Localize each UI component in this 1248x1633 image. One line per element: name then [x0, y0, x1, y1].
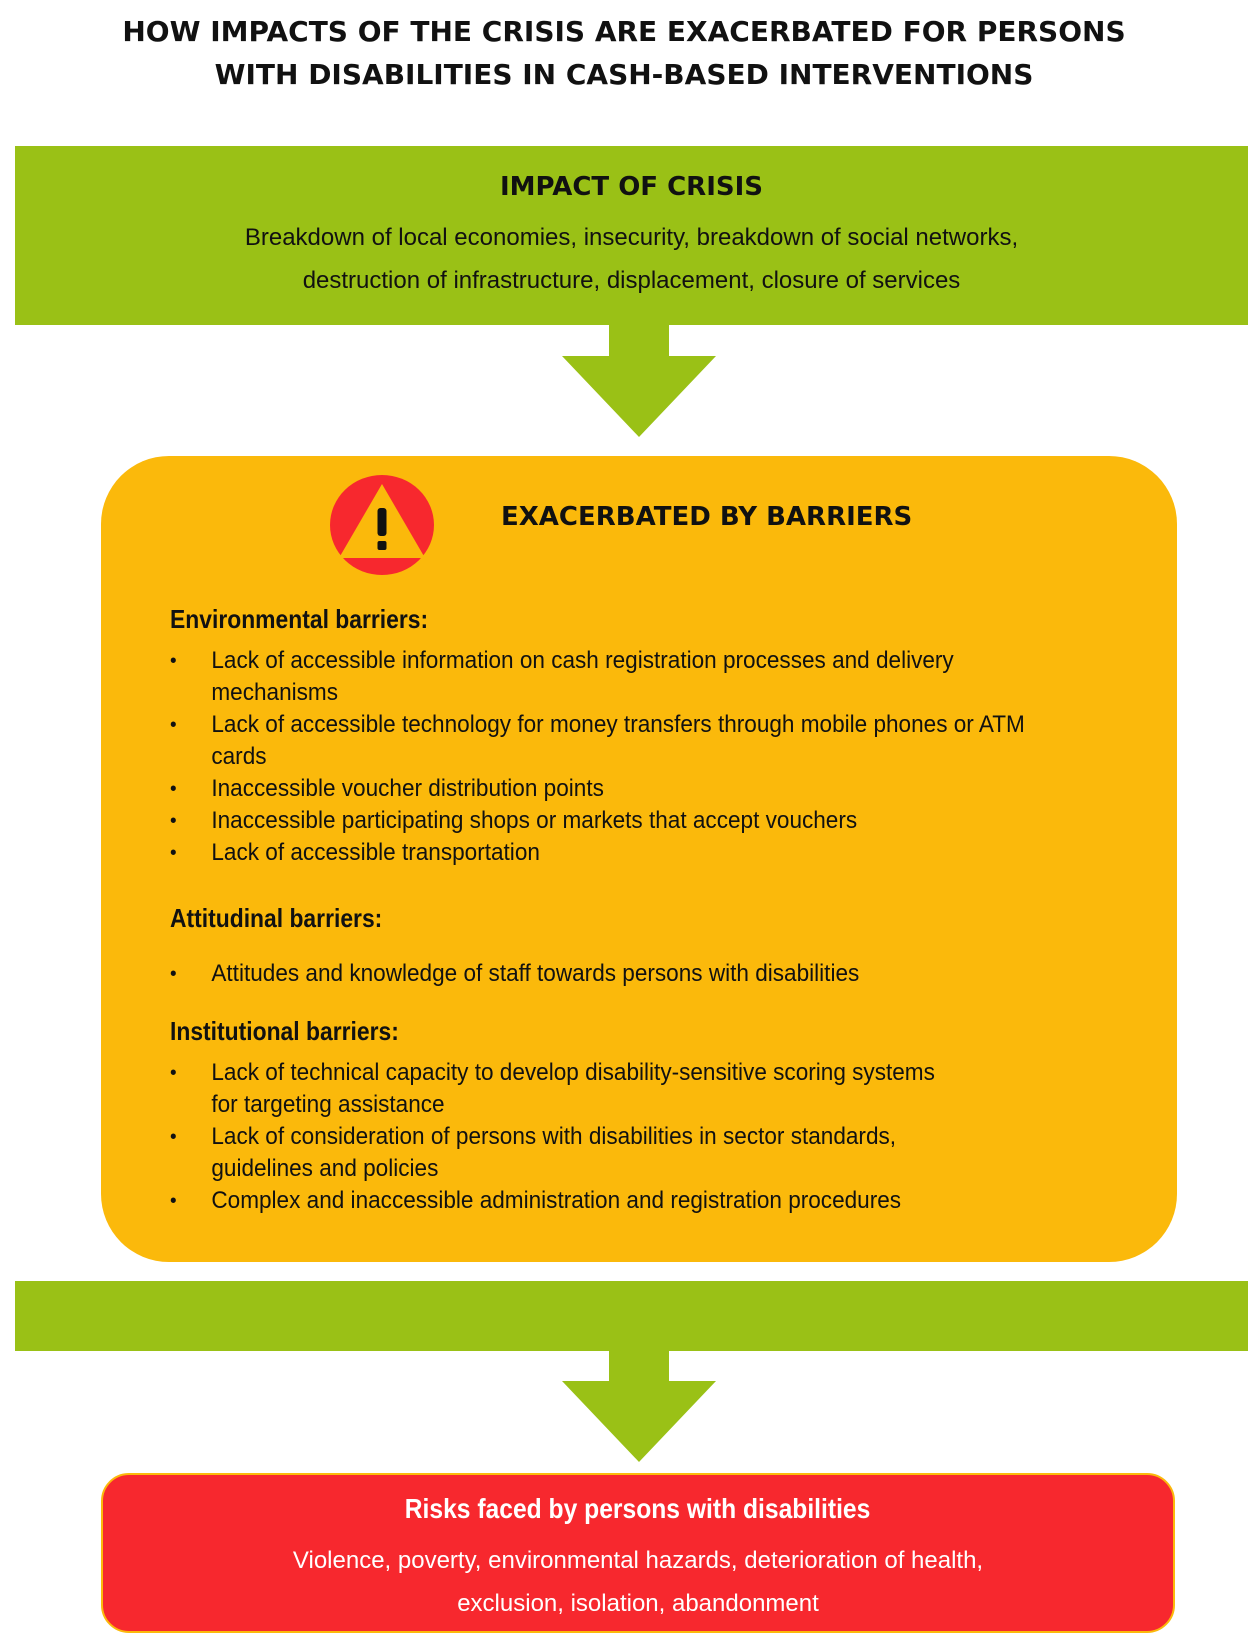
- list-item-line: Lack of accessible information on cash r…: [211, 647, 954, 674]
- list-item: • Inaccessible voucher distribution point…: [170, 773, 1072, 805]
- list-item-line: mechanisms: [211, 679, 338, 706]
- impact-line-1: Breakdown of local economies, insecurity…: [244, 224, 1019, 251]
- list-item-line: Inaccessible participating shops or mark…: [211, 807, 858, 834]
- risks-heading-text: Risks faced by persons with disabilities: [405, 1493, 871, 1524]
- page-title: HOW IMPACTS OF THE CRISIS ARE EXACERBATE…: [0, 10, 1248, 96]
- risks-line-2: exclusion, isolation, abandonment: [457, 1590, 819, 1617]
- bullet-icon: •: [170, 963, 177, 985]
- list-item: • Lack of accessible technology for money…: [170, 709, 1072, 773]
- impact-line-2: destruction of infrastructure, displacem…: [302, 267, 961, 294]
- bullet-icon: •: [170, 842, 177, 864]
- bullet-icon: •: [170, 1126, 177, 1148]
- barrier-section: Environmental barriers: • Lack of accessib…: [170, 604, 1130, 869]
- bullet-icon: •: [170, 810, 177, 832]
- barrier-section: Attitudinal barriers: • Attitudes and know…: [170, 903, 1130, 990]
- title-line-2: WITH DISABILITIES IN CASH-BASED INTERVEN…: [214, 58, 1034, 91]
- barrier-list: • Lack of technical capacity to develop d…: [170, 1057, 1130, 1217]
- list-item-line: Lack of accessible transportation: [211, 839, 540, 866]
- warning-icon: [330, 475, 434, 575]
- list-item-line: guidelines and policies: [211, 1155, 439, 1182]
- connector-banner: [15, 1281, 1248, 1351]
- barrier-list: • Lack of accessible information on cash …: [170, 645, 1130, 869]
- list-item-line: Inaccessible voucher distribution points: [211, 775, 604, 802]
- section-title: Environmental barriers:: [170, 604, 429, 634]
- down-arrow-icon: [562, 322, 716, 437]
- impact-heading: IMPACT OF CRISIS: [499, 172, 764, 202]
- list-item-line: cards: [211, 743, 267, 770]
- list-item-line: for targeting assistance: [211, 1091, 445, 1118]
- list-item: • Lack of accessible transportation: [170, 837, 1072, 869]
- list-item: • Complex and inaccessible administration…: [170, 1185, 1072, 1217]
- risks-line-1: Violence, poverty, environmental hazards…: [292, 1547, 984, 1574]
- title-line-1: HOW IMPACTS OF THE CRISIS ARE EXACERBATE…: [122, 15, 1126, 48]
- risks-heading: Risks faced by persons with disabilities: [103, 1493, 1173, 1525]
- list-item-line: Lack of accessible technology for money …: [211, 711, 1025, 738]
- bullet-icon: •: [170, 650, 177, 672]
- bullet-icon: •: [170, 778, 177, 800]
- bullet-icon: •: [170, 1062, 177, 1084]
- barrier-list: • Attitudes and knowledge of staff toward…: [170, 958, 1130, 990]
- list-item-line: Attitudes and knowledge of staff towards…: [211, 960, 860, 987]
- risks-description: Violence, poverty, environmental hazards…: [103, 1539, 1173, 1625]
- list-item-line: Lack of technical capacity to develop di…: [211, 1059, 935, 1086]
- impact-banner: IMPACT OF CRISIS Breakdown of local econ…: [15, 146, 1248, 325]
- section-title: Institutional barriers:: [170, 1016, 399, 1046]
- list-item: • Inaccessible participating shops or mar…: [170, 805, 1072, 837]
- down-arrow-icon: [562, 1347, 716, 1462]
- list-item: • Lack of consideration of persons with d…: [170, 1121, 1072, 1185]
- risks-box: Risks faced by persons with disabilities…: [101, 1473, 1175, 1633]
- list-item-line: Lack of consideration of persons with di…: [211, 1123, 897, 1150]
- bullet-icon: •: [170, 714, 177, 736]
- section-title: Attitudinal barriers:: [170, 903, 383, 933]
- barriers-heading: EXACERBATED BY BARRIERS: [501, 502, 913, 532]
- list-item: • Lack of technical capacity to develop d…: [170, 1057, 1072, 1121]
- bullet-icon: •: [170, 1190, 177, 1212]
- list-item: • Attitudes and knowledge of staff toward…: [170, 958, 1072, 990]
- impact-description: Breakdown of local economies, insecurity…: [15, 216, 1248, 302]
- list-item: • Lack of accessible information on cash …: [170, 645, 1072, 709]
- barrier-section: Institutional barriers: • Lack of technica…: [170, 1016, 1130, 1217]
- list-item-line: Complex and inaccessible administration …: [211, 1187, 902, 1214]
- barriers-box: EXACERBATED BY BARRIERS Environmental ba…: [101, 456, 1177, 1262]
